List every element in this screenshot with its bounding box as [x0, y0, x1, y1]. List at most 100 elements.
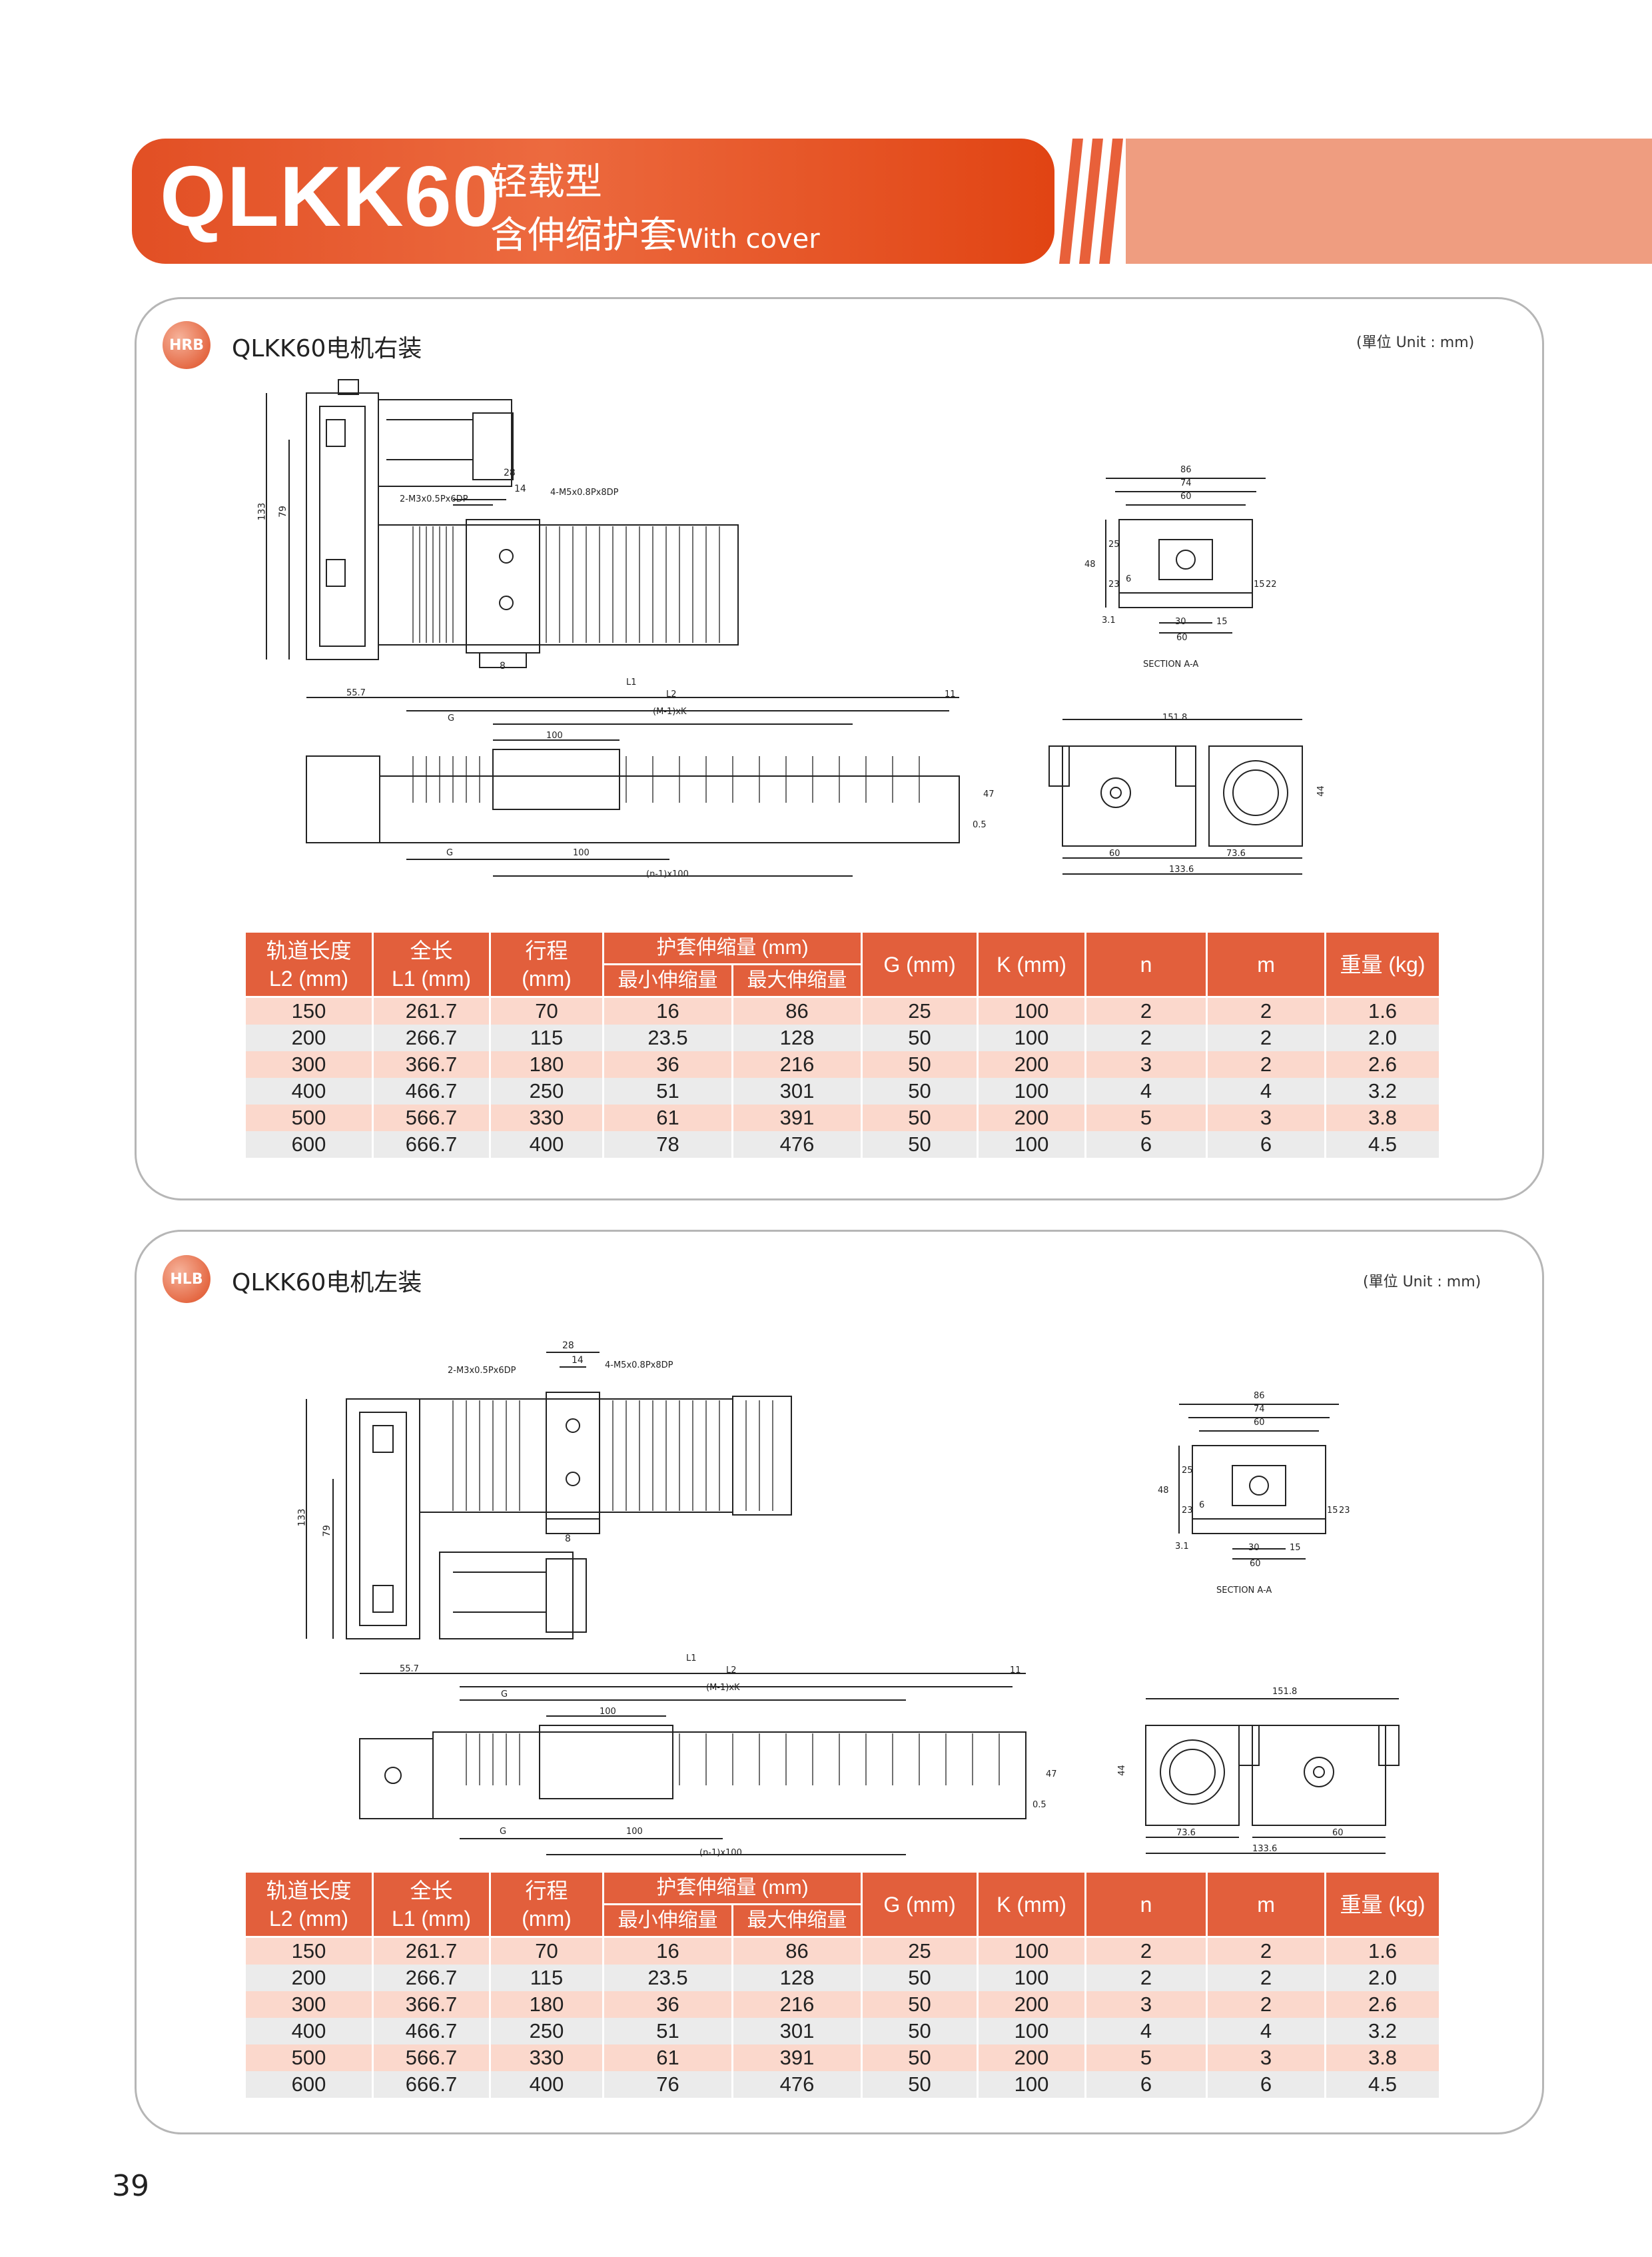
badge-hrb: HRB — [163, 321, 210, 369]
hlb-end-73-6: 73.6 — [1176, 1828, 1196, 1838]
dim-g-bottom: G — [446, 848, 454, 858]
hlb-sec-60: 60 — [1254, 1418, 1265, 1428]
hlb-sec-86: 86 — [1254, 1391, 1265, 1401]
hlb-sec-48: 48 — [1158, 1486, 1169, 1496]
sec-48: 48 — [1084, 560, 1096, 570]
col-k: K (mm) — [977, 931, 1087, 998]
sec-3-1: 3.1 — [1102, 616, 1116, 626]
hlb-dim-100-bottom: 100 — [626, 1827, 643, 1837]
section-title-hrb: SECTION A-A — [1143, 660, 1199, 670]
col-stroke: 行程(mm) — [489, 1871, 604, 1938]
dim-mk: (M-1)xK — [653, 707, 687, 717]
page-number: 39 — [112, 2169, 149, 2203]
panel-title-hlb: QLKK60电机左装 — [232, 1269, 422, 1296]
dim-l2: L2 — [666, 689, 677, 699]
unit-label-hrb: (單位 Unit : mm) — [1356, 334, 1475, 351]
hlb-end-60: 60 — [1332, 1828, 1344, 1838]
end-60: 60 — [1109, 849, 1120, 859]
dim-g: G — [448, 713, 455, 723]
sec-30: 30 — [1175, 617, 1186, 627]
col-cover-min: 最小伸缩量 — [602, 963, 733, 998]
hlb-dim-g-bottom: G — [500, 1827, 507, 1837]
hlb-dim-l1: L1 — [686, 1653, 697, 1663]
tap-spec-b: 4-M5x0.8Px8DP — [550, 488, 619, 498]
end-44: 44 — [1316, 785, 1326, 797]
unit-label-hlb: (單位 Unit : mm) — [1363, 1274, 1481, 1290]
col-cover-max: 最大伸缩量 — [731, 1903, 863, 1938]
col-g: G (mm) — [861, 1871, 979, 1938]
dim-14: 14 — [514, 484, 526, 494]
hlb-sec-60-b: 60 — [1250, 1559, 1261, 1569]
hlb-end-151-8: 151.8 — [1272, 1687, 1298, 1697]
sec-60-b: 60 — [1176, 633, 1188, 643]
drawing-hrb-top-view: 133 79 28 14 2-M3x0.5Px6DP 4-M5x0.8Px8DP… — [253, 373, 986, 679]
hlb-dim-100: 100 — [600, 1707, 616, 1717]
col-n: n — [1084, 931, 1208, 998]
sec-23: 23 — [1108, 580, 1120, 590]
badge-hlb: HLB — [163, 1255, 210, 1303]
hlb-end-133-6: 133.6 — [1252, 1844, 1278, 1854]
dim-133: 133 — [256, 502, 268, 521]
hlb-tap-spec-a: 2-M3x0.5Px6DP — [448, 1366, 516, 1376]
hlb-dim-l2: L2 — [726, 1665, 737, 1675]
drawing-hrb-side-view: 55.7 L1 L2 11 G (M-1)xK 100 47 0.5 G 100… — [293, 670, 1013, 889]
col-cover-group: 护套伸缩量 (mm) — [602, 1871, 863, 1905]
dim-55-7: 55.7 — [346, 688, 366, 698]
col-g: G (mm) — [861, 931, 979, 998]
dim-11: 11 — [945, 689, 956, 699]
header-banner — [132, 139, 1054, 264]
tap-spec-a: 2-M3x0.5Px6DP — [400, 494, 468, 504]
end-133-6: 133.6 — [1169, 865, 1194, 875]
hlb-dim-14: 14 — [572, 1355, 584, 1366]
header-banner-tail — [1126, 139, 1652, 264]
dim-100: 100 — [546, 731, 563, 741]
sec-15-h: 15 — [1216, 617, 1228, 627]
hlb-sec-6: 6 — [1199, 1500, 1205, 1510]
sec-25: 25 — [1108, 540, 1120, 550]
sec-22: 22 — [1266, 580, 1277, 590]
hlb-dim-28: 28 — [562, 1340, 574, 1351]
hlb-sec-3-1: 3.1 — [1175, 1542, 1189, 1552]
hlb-tap-spec-b: 4-M5x0.8Px8DP — [605, 1360, 673, 1370]
hlb-sec-23: 23 — [1182, 1506, 1193, 1516]
col-weight: 重量 (kg) — [1324, 1871, 1442, 1938]
hlb-end-44: 44 — [1116, 1765, 1127, 1776]
sec-74: 74 — [1180, 478, 1192, 488]
hlb-dim-0-5: 0.5 — [1032, 1800, 1046, 1810]
hlb-dim-133: 133 — [296, 1508, 308, 1527]
dim-100-bottom: 100 — [573, 848, 590, 858]
sec-15-v: 15 — [1254, 580, 1265, 590]
hlb-dim-47: 47 — [1046, 1769, 1057, 1779]
drawing-hlb-section: 86 74 60 48 25 23 6 15 23 3.1 30 15 60 S… — [1152, 1386, 1366, 1605]
model-title: QLKK60 — [160, 149, 500, 244]
hlb-sec-15-h: 15 — [1290, 1543, 1301, 1553]
drawing-hrb-end-view: 151.8 44 60 73.6 133.6 — [1036, 706, 1356, 879]
header-subtitle-cn: 含伸缩护套 — [490, 214, 677, 257]
end-151-8: 151.8 — [1162, 713, 1188, 723]
dim-8: 8 — [500, 661, 506, 672]
hlb-dim-8: 8 — [565, 1534, 571, 1544]
hlb-sec-25: 25 — [1182, 1466, 1193, 1476]
col-weight: 重量 (kg) — [1324, 931, 1442, 998]
header-subtitle-en: With cover — [677, 224, 820, 254]
header-stripes — [1059, 139, 1123, 264]
hlb-dim-n100: (n-1)x100 — [699, 1848, 742, 1858]
col-k: K (mm) — [977, 1871, 1087, 1938]
col-cover-max: 最大伸缩量 — [731, 963, 863, 998]
dim-l1: L1 — [626, 677, 637, 687]
dim-28: 28 — [504, 468, 516, 478]
col-m: m — [1206, 1871, 1327, 1938]
sec-6: 6 — [1126, 574, 1132, 584]
header-subtitle-1: 轻载型 — [490, 161, 602, 204]
col-cover-min: 最小伸缩量 — [602, 1903, 733, 1938]
